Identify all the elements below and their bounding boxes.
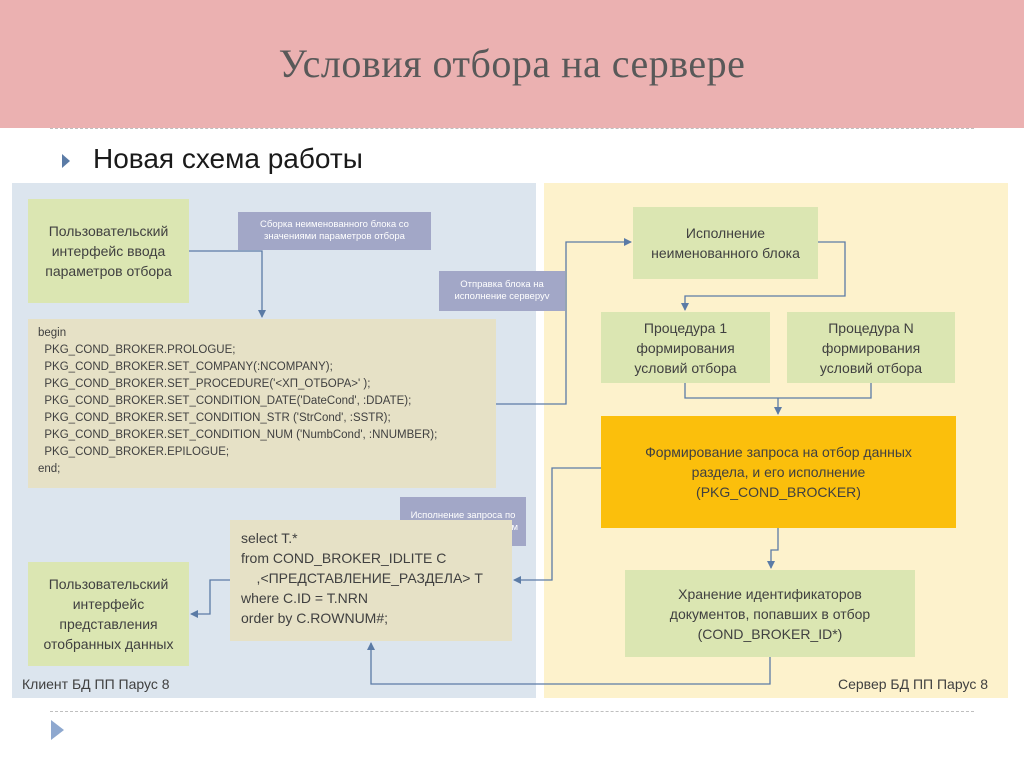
bottom-divider (50, 711, 974, 712)
arrow-code-to-exec (496, 238, 632, 405)
top-divider (50, 128, 974, 129)
client-label: Клиент БД ПП Парус 8 (22, 676, 170, 692)
ui-output-box: Пользовательский интерфейс представления… (28, 562, 189, 666)
title-banner (0, 0, 1024, 128)
arrow-store-to-sql (367, 642, 771, 685)
ui-input-box: Пользовательский интерфейс ввода парамет… (28, 199, 189, 303)
note-send-block: Отправка блока на исполнение серверуv (439, 271, 565, 311)
store-ids-box: Хранение идентификаторов документов, поп… (625, 570, 915, 657)
arrow-ui-to-code (189, 250, 266, 318)
arrow-form-to-store (767, 528, 779, 569)
form-query-box: Формирование запроса на отбор данных раз… (601, 416, 956, 528)
triangle-bullet-icon (62, 154, 70, 168)
arrow-form-to-sql (513, 467, 601, 584)
arrow-procs-to-form (684, 383, 872, 414)
bullet-text: Новая схема работы (93, 143, 363, 174)
procedure-n-box: Процедура N формирования условий отбора (787, 312, 955, 383)
note-assemble-block: Сборка неименованного блока со значениям… (238, 212, 431, 250)
page-title: Условия отбора на сервере (278, 41, 746, 86)
triangle-nav-icon[interactable] (51, 720, 64, 740)
arrow-sql-to-output (190, 579, 230, 618)
sql-query-box: select T.* from COND_BROKER_IDLITE C ,<П… (230, 520, 512, 641)
code-block-box: begin PKG_COND_BROKER.PROLOGUE; PKG_COND… (28, 319, 496, 488)
exec-block-box: Исполнение неименованного блока (633, 207, 818, 279)
procedure-1-box: Процедура 1 формирования условий отбора (601, 312, 770, 383)
arrow-exec-to-proc1 (681, 241, 846, 311)
server-label: Сервер БД ПП Парус 8 (838, 676, 988, 692)
